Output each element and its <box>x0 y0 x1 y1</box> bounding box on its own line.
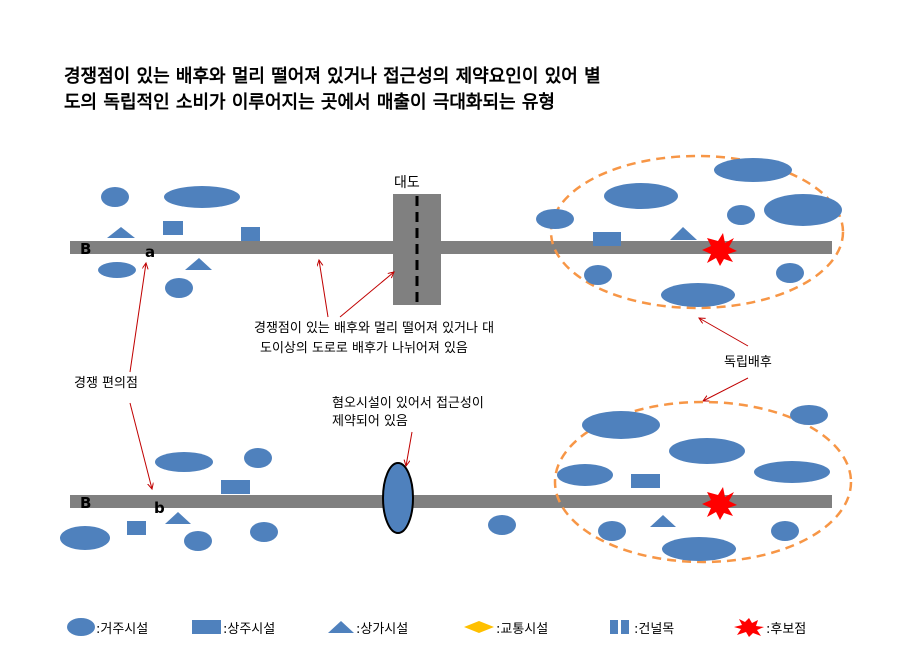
crosswalk-legend-icon <box>610 620 629 634</box>
legend-transport: :교통시설 <box>462 612 548 642</box>
arrow-to-a <box>129 263 146 373</box>
residential-shape <box>604 183 678 209</box>
commercial-shape <box>241 227 260 241</box>
residential-shape <box>184 531 212 551</box>
legend-crosswalk-label: :건널목 <box>634 621 675 637</box>
arrow-to-top-circle <box>699 318 749 347</box>
residential-shape <box>101 187 129 207</box>
residential-shape <box>244 448 272 468</box>
retail-shape <box>107 227 135 238</box>
legend-crosswalk: :건널목 <box>608 612 674 642</box>
retail-shape <box>670 227 697 240</box>
residential-shape <box>727 205 755 225</box>
commercial-shape <box>127 521 146 535</box>
barrier-note-line-1: 경쟁점이 있는 배후와 멀리 떨어져 있거나 대 <box>254 321 495 336</box>
legend-retail: :상가시설 <box>326 612 408 642</box>
legend-residential-label: :거주시설 <box>96 621 149 637</box>
main-road-label: 대도 <box>394 175 420 191</box>
commercial-shape <box>593 232 621 246</box>
residential-shape <box>669 438 745 464</box>
residential-shape <box>764 194 842 226</box>
candidate-store-star <box>702 487 737 520</box>
street-bottom <box>70 495 832 508</box>
residential-shape <box>60 526 110 550</box>
aversion-note-line-2: 제약되어 있음 <box>332 414 408 429</box>
commercial-legend-icon <box>192 620 221 634</box>
commercial-shape <box>221 480 250 494</box>
retail-shape <box>650 515 676 527</box>
candidate-star-legend-icon <box>734 618 764 637</box>
retail-legend-icon <box>328 621 354 633</box>
aversion-facility-shape <box>382 462 414 534</box>
aversion-note-line-1: 혐오시설이 있어서 접근성이 <box>332 396 484 411</box>
residential-shape <box>771 521 799 541</box>
competing-store-label: 경쟁 편의점 <box>74 376 138 391</box>
legend-commercial-label: :상주시설 <box>223 621 276 637</box>
legend: :거주시설 :상주시설 :상가시설 :교통시설 :건널목 :후보점 <box>0 612 900 642</box>
residential-shape <box>662 537 736 561</box>
legend-candidate: :후보점 <box>732 612 806 642</box>
residential-shape <box>598 521 626 541</box>
residential-shape <box>250 522 278 542</box>
residential-shape <box>584 265 612 285</box>
arrow-to-aversion-facility <box>406 431 413 466</box>
title-line-1: 경쟁점이 있는 배후와 멀리 떨어져 있거나 접근성의 제약요인이 있어 별 <box>64 66 601 87</box>
residential-shape <box>661 283 735 307</box>
legend-transport-label: :교통시설 <box>496 621 549 637</box>
arrow-to-bottom-circle <box>703 377 749 401</box>
point-B-bottom: B <box>80 494 92 512</box>
residential-shape <box>557 464 613 486</box>
legend-commercial-residential: :상주시설 <box>191 612 275 642</box>
legend-residential: :거주시설 <box>66 612 148 642</box>
point-a: a <box>145 243 156 261</box>
point-b: b <box>154 499 165 517</box>
residential-shape <box>155 452 213 472</box>
commercial-shape <box>163 221 183 235</box>
residential-shape <box>790 405 828 425</box>
retail-shape <box>185 258 212 270</box>
street-top <box>70 241 832 254</box>
barrier-note-line-2: 도이상의 도로로 배후가 나뉘어져 있음 <box>260 341 468 356</box>
independent-trade-area-label: 독립배후 <box>724 355 772 370</box>
transport-legend-icon <box>464 621 494 633</box>
residential-shape <box>536 209 574 229</box>
residential-shape <box>714 158 792 182</box>
residential-shape <box>164 186 240 208</box>
commercial-shape <box>631 474 660 488</box>
residential-shape <box>488 515 516 535</box>
residential-shape <box>582 411 660 439</box>
arrow-to-street <box>319 260 329 318</box>
residential-legend-icon <box>67 618 95 636</box>
arrow-to-main-road <box>339 272 394 318</box>
residential-shape <box>776 263 804 283</box>
residential-shape <box>754 461 830 483</box>
residential-shape <box>98 262 136 278</box>
candidate-store-star <box>702 233 737 266</box>
residential-shape <box>165 278 193 298</box>
diagram-title: 경쟁점이 있는 배후와 멀리 떨어져 있거나 접근성의 제약요인이 있어 별 도… <box>64 64 804 116</box>
legend-candidate-label: :후보점 <box>766 621 807 637</box>
arrow-to-b <box>129 402 152 489</box>
retail-shape <box>165 512 191 524</box>
independent-area-boundary-bottom <box>553 400 853 564</box>
title-line-2: 도의 독립적인 소비가 이루어지는 곳에서 매출이 극대화되는 유형 <box>64 92 555 113</box>
point-B-top: B <box>80 240 92 258</box>
independent-area-boundary-top <box>549 154 845 310</box>
legend-retail-label: :상가시설 <box>356 621 409 637</box>
